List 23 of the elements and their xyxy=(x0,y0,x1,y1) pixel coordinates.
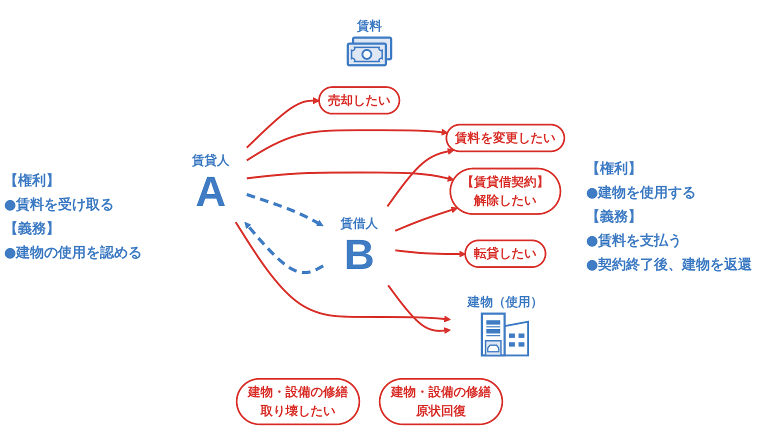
list-item: ●賃料を受け取る xyxy=(4,196,114,214)
arrow xyxy=(246,128,449,162)
arrow xyxy=(396,249,466,258)
section-heading: 【権利】 xyxy=(586,160,642,178)
arrow xyxy=(395,206,458,232)
arrow xyxy=(387,148,455,207)
section-heading: 【義務】 xyxy=(586,208,642,226)
section-heading: 【権利】 xyxy=(4,172,60,190)
arrow xyxy=(244,222,324,274)
list-item: ●建物を使用する xyxy=(586,184,696,202)
node-label: 建物（使用） xyxy=(468,294,544,310)
list-item: ●賃料を支払う xyxy=(586,232,682,250)
arrow xyxy=(247,172,455,182)
node-label: 賃料 xyxy=(357,18,383,33)
arrow xyxy=(388,284,452,334)
node-text: 賃貸人 A xyxy=(192,152,230,216)
section-heading: 【義務】 xyxy=(4,220,60,238)
arrow xyxy=(235,222,452,322)
list-item: ●建物の使用を認める xyxy=(4,244,142,262)
list-item: ●契約終了後、建物を返還 xyxy=(586,256,752,274)
node-text: 賃借人 B xyxy=(340,216,379,279)
arrow xyxy=(246,97,320,148)
arrow xyxy=(246,193,324,226)
